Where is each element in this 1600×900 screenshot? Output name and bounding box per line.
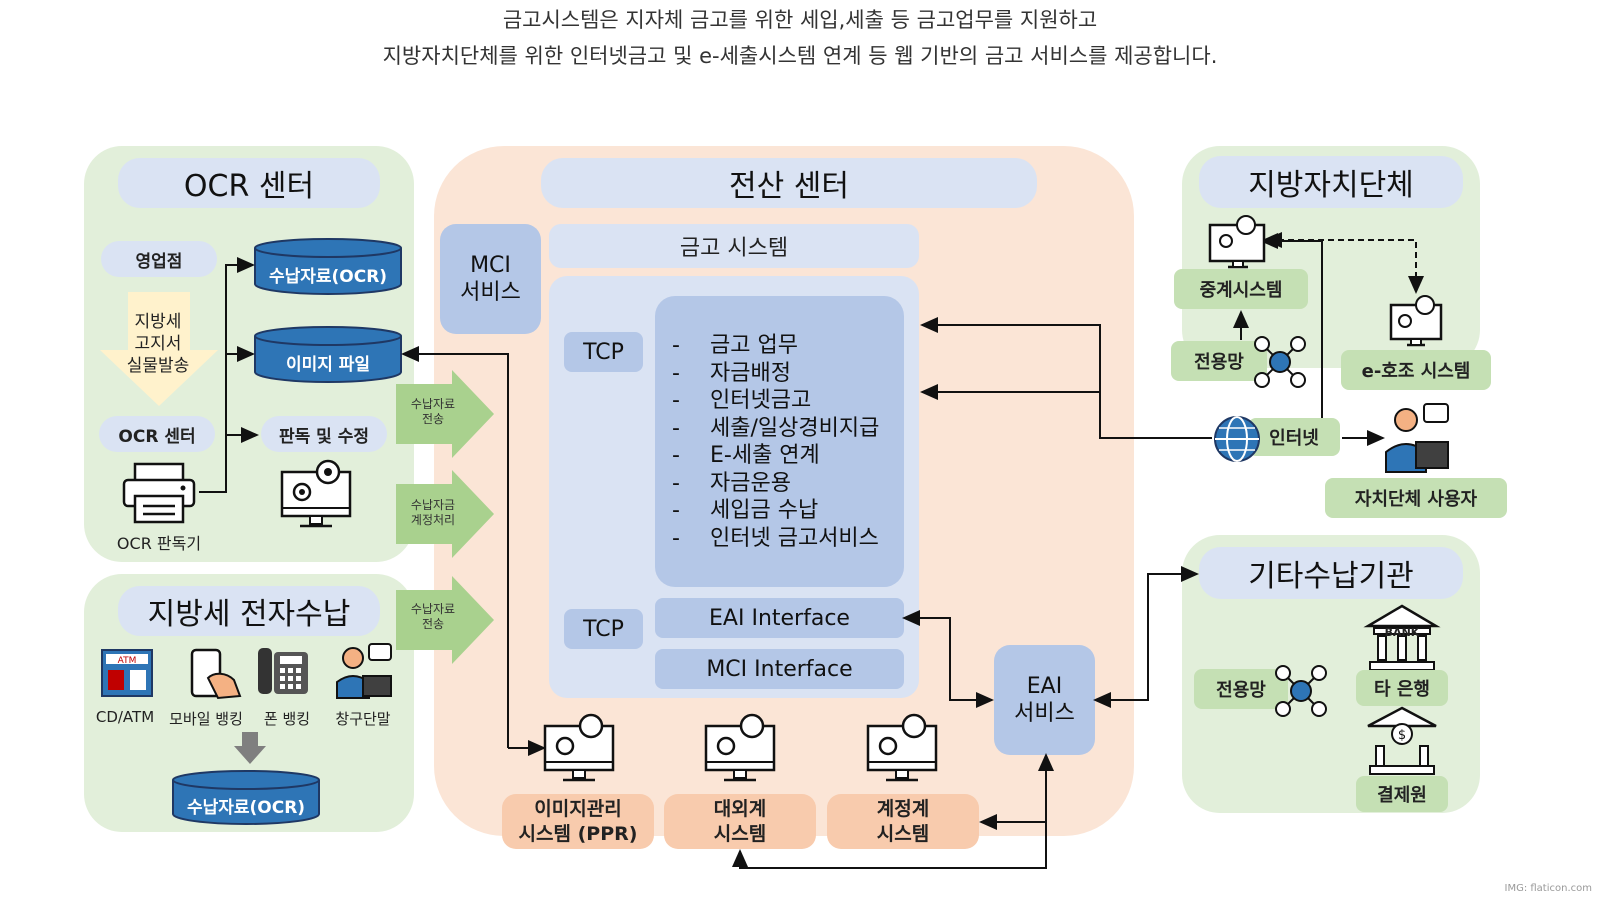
tcp-box-1: TCP xyxy=(564,332,643,372)
channel-phone-banking: 폰 뱅킹 xyxy=(263,710,311,728)
functions-box xyxy=(655,296,904,587)
relay-monitor-icon xyxy=(1208,215,1266,269)
svg-text:ATM: ATM xyxy=(118,656,137,666)
local-user-box: 자치단체 사용자 xyxy=(1325,478,1507,518)
system-image-ppr: 이미지관리 시스템 (PPR) xyxy=(502,794,654,849)
branch-label: 영업점 xyxy=(101,241,217,277)
eai-interface-box: EAI Interface xyxy=(655,598,904,638)
vault-system-header: 금고 시스템 xyxy=(549,224,919,268)
intro-line-1: 금고시스템은 지자체 금고를 위한 세입,세출 등 금고업무를 지원하고 xyxy=(502,8,1098,32)
eai-service-box: EAI 서비스 xyxy=(994,645,1095,755)
flow-arrow-1 xyxy=(396,370,494,458)
ocr-center-label: OCR 센터 xyxy=(99,416,215,452)
function-item: -E-세출 연계 xyxy=(672,443,820,468)
function-item: -자금배정 xyxy=(672,360,791,386)
db-payment-ocr-label: 수납자료(OCR) xyxy=(268,266,388,287)
function-item: -자금운용 xyxy=(672,470,791,496)
relay-system-box: 중계시스템 xyxy=(1174,269,1308,309)
channel-cd-atm: CD/ATM xyxy=(95,708,155,726)
svg-text:$: $ xyxy=(1398,728,1406,743)
mobile-banking-icon xyxy=(190,648,242,700)
settlement-box: 결제원 xyxy=(1356,776,1448,812)
flow-arrow-3 xyxy=(396,576,494,664)
functions-list: -금고 업무 -자금배정 -인터넷금고 -세출/일상경비지급 -E-세출 연계 … xyxy=(672,332,879,552)
bank-icon xyxy=(1363,604,1441,671)
notice-down-arrow xyxy=(100,292,218,406)
flow-arrow-1-label: 수납자료 전송 xyxy=(410,397,456,426)
ocr-center-title: OCR 센터 xyxy=(118,158,380,208)
ocr-reader-label: OCR 판독기 xyxy=(116,534,202,553)
data-center-title: 전산 센터 xyxy=(541,158,1037,208)
db-payment-ocr-cylinder xyxy=(254,238,402,295)
e-payment-title: 지방세 전자수납 xyxy=(118,586,380,636)
user-icon xyxy=(1385,403,1449,473)
down-arrow-icon xyxy=(234,732,266,764)
internet-box: 인터넷 xyxy=(1248,418,1340,456)
mci-service-box: MCI 서비스 xyxy=(440,224,541,334)
tcp-box-2: TCP xyxy=(564,609,643,649)
mci-interface-box: MCI Interface xyxy=(655,649,904,689)
channel-mobile-banking: 모바일 뱅킹 xyxy=(169,710,243,728)
flow-arrow-2-label: 수납자금 계정처리 xyxy=(410,498,456,527)
function-item: -인터넷금고 xyxy=(672,388,812,413)
db-epayment-cylinder xyxy=(172,770,320,825)
phone-banking-icon xyxy=(258,648,308,694)
function-item: -세입금 수납 xyxy=(672,498,819,523)
agency-dedicated-box: 전용망 xyxy=(1194,669,1288,709)
flow-arrow-3-label: 수납자료 전송 xyxy=(410,602,456,631)
monitor-gear-icon xyxy=(280,459,352,528)
intro-line-2: 지방자치단체를 위한 인터넷금고 및 e-세출시스템 연계 등 웹 기반의 금고… xyxy=(382,44,1218,68)
db-image-cylinder xyxy=(254,326,402,383)
function-item: -세출/일상경비지급 xyxy=(672,415,880,441)
channel-teller: 창구단말 xyxy=(335,710,391,728)
settlement-icon: $ xyxy=(1367,706,1437,775)
local-dedicated-box: 전용망 xyxy=(1171,341,1267,381)
atm-icon: ATM xyxy=(101,649,153,697)
printer-icon xyxy=(122,462,196,524)
monitor-gear-icon xyxy=(543,713,615,782)
flow-arrow-2 xyxy=(396,470,494,558)
db-epayment-label: 수납자료(OCR) xyxy=(186,797,306,818)
image-credit: IMG: flaticon.com xyxy=(1504,883,1593,894)
other-agencies-title: 기타수납기관 xyxy=(1199,547,1463,599)
network-icon xyxy=(1275,665,1327,717)
ehoj-monitor-icon xyxy=(1389,295,1443,347)
globe-icon xyxy=(1214,416,1260,462)
read-fix-label: 판독 및 수정 xyxy=(261,416,387,452)
ehoj-system-box: e-호조 시스템 xyxy=(1341,350,1491,390)
teller-terminal-icon xyxy=(336,643,392,699)
notice-label: 지방세 고지서 실물발송 xyxy=(126,312,190,376)
function-item: -금고 업무 xyxy=(672,333,798,358)
network-icon xyxy=(1254,336,1306,388)
bank-sign: BANK xyxy=(1384,626,1420,639)
other-bank-box: 타 은행 xyxy=(1356,670,1448,706)
local-gov-title: 지방자치단체 xyxy=(1199,156,1463,208)
function-item: -인터넷 금고서비스 xyxy=(672,525,879,551)
db-image-label: 이미지 파일 xyxy=(285,354,371,375)
